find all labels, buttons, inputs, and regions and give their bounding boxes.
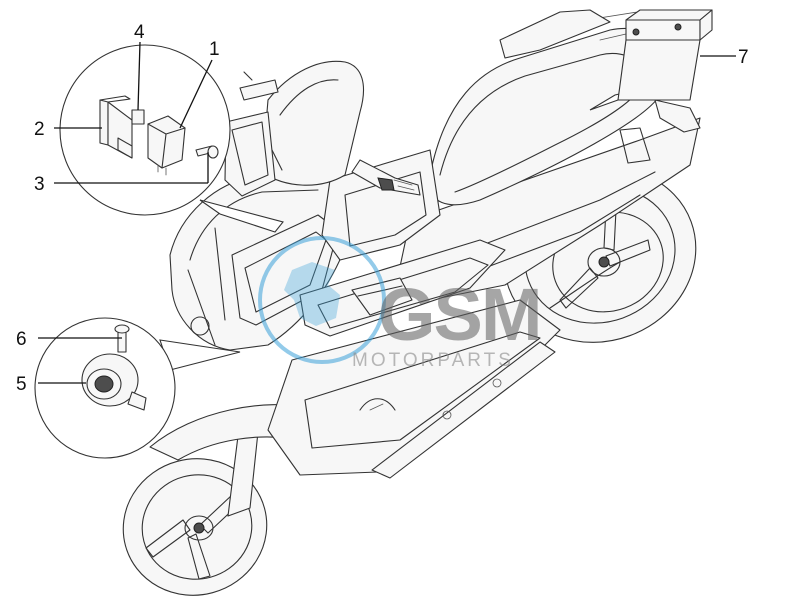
tail-light <box>654 99 701 133</box>
callout-1: 1 <box>209 39 220 60</box>
relay-bracket-part <box>99 99 109 146</box>
watermark-sub-text: MOTORPARTS <box>352 350 514 371</box>
relay-icon <box>147 115 186 169</box>
headlight-fairing <box>224 111 276 197</box>
front-wheel <box>122 458 268 596</box>
watermark: GSM MOTORPARTS <box>258 236 543 371</box>
callout-6: 6 <box>16 329 27 350</box>
relay-clip-part <box>131 109 145 125</box>
right-handlebar <box>351 159 421 196</box>
leader-1 <box>179 59 213 129</box>
callout-4: 4 <box>134 22 145 43</box>
callout-2: 2 <box>34 119 45 140</box>
leader-4 <box>137 41 141 111</box>
left-handlebar <box>239 79 279 101</box>
windshield <box>261 60 364 186</box>
detail-horn-bubble <box>34 317 241 459</box>
watermark-globe-icon <box>258 236 386 364</box>
callout-3: 3 <box>34 174 45 195</box>
watermark-globe-land <box>284 262 340 326</box>
callout-labels: 1 2 3 4 5 6 7 <box>16 22 749 395</box>
scooter-illustration <box>122 9 701 596</box>
callout-5: 5 <box>16 374 27 395</box>
center-cover <box>321 149 441 261</box>
grab-rail <box>499 9 611 59</box>
watermark-brand-text: GSM <box>378 273 541 356</box>
detail-relay-bubble <box>59 44 284 233</box>
callout-7: 7 <box>738 47 749 68</box>
battery-icon <box>617 39 701 101</box>
leader-lines <box>38 41 736 384</box>
battery-detail <box>589 9 713 111</box>
